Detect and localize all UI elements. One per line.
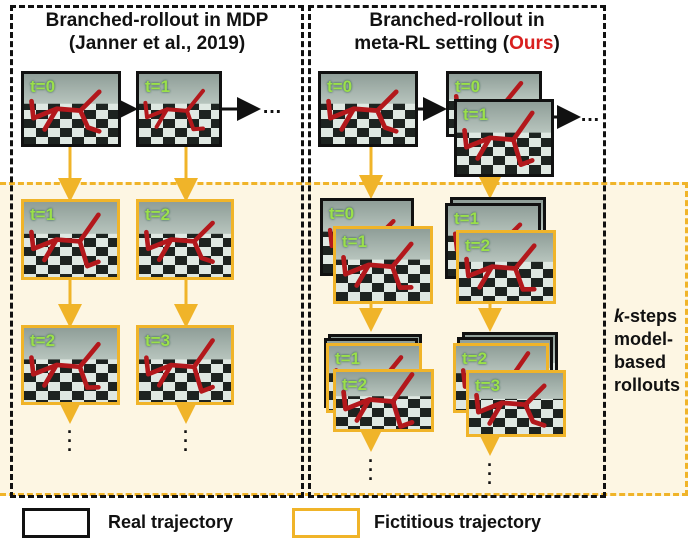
frame-left-real-t0: t=0 [21,71,121,147]
frame-right-real-t0: t=0 [318,71,418,147]
frame-time-label: t=1 [30,205,56,224]
right-col1-vertical-dots: ··· [368,451,374,489]
frame-time-label: t=1 [463,105,489,124]
frame-time-label: t=1 [454,209,480,228]
right-title-line2-prefix: meta-RL setting ( [354,33,510,54]
legend-real-label: Real trajectory [108,512,234,532]
ant-robot-figure [462,110,535,167]
frame-left-fict-t1: t=1 [21,199,120,280]
left-title-line1: Branched-rollout in MDP [45,10,269,31]
ant-robot-figure [326,89,399,134]
frame-time-label: t=2 [145,205,171,224]
ant-robot-figure [144,338,215,394]
ant-robot-figure [144,220,215,264]
ant-robot-figure [464,243,537,292]
real-continuation-ellipsis-right: … [580,104,602,126]
frame-time-label: t=0 [455,77,481,96]
frame-time-label: t=3 [475,376,501,395]
frame-time-label: t=2 [30,331,56,350]
frame-left-fict-t2-b: t=2 [21,325,120,405]
frame-right-fict2-col1-front: t=2 [333,369,434,432]
left-panel-mdp [10,5,304,498]
frame-time-label: t=3 [145,331,171,350]
k-steps-label: k-steps model- based rollouts [614,305,688,397]
left-title-line2: (Janner et al., 2019) [68,33,246,54]
frame-right-fict1-col2-front: t=2 [456,230,556,304]
legend-fictitious-label: Fictitious trajectory [374,512,542,532]
frame-right-fict2-col2-front: t=3 [466,370,566,437]
frame-left-fict-t3: t=3 [136,325,234,405]
ant-robot-figure [143,88,205,132]
k-steps-line1: -steps [624,306,678,326]
k-symbol: k [614,306,625,326]
ours-highlight: Ours [509,33,554,54]
frame-time-label: t=1 [145,77,171,96]
k-steps-line2: model- [614,329,674,349]
right-panel-title: Branched-rollout in meta-RL setting (Our… [310,9,604,55]
frame-time-label: t=1 [342,232,368,251]
frame-time-label: t=0 [30,77,56,96]
frame-time-label: t=2 [465,236,491,255]
frame-left-fict-t2: t=2 [136,199,234,280]
frame-time-label: t=0 [329,204,355,223]
frame-right-real-stack-front: t=1 [454,99,554,177]
ant-robot-figure [29,212,101,269]
legend-fictitious-swatch [292,508,360,538]
ant-robot-figure [341,241,414,290]
right-title-line1: Branched-rollout in [369,10,545,31]
k-steps-line4: rollouts [614,375,680,395]
ant-robot-figure [341,372,415,429]
frame-right-fict1-col1-front: t=1 [333,226,433,304]
right-title-line2-suffix: ) [553,33,560,54]
frame-time-label: t=0 [327,77,353,96]
frame-time-label: t=1 [335,349,361,368]
ant-robot-figure [474,383,547,428]
k-steps-line3: based [614,352,667,372]
legend-real-swatch [22,508,90,538]
left-col1-vertical-dots: ··· [67,422,73,460]
frame-time-label: t=2 [342,375,368,394]
left-panel-title: Branched-rollout in MDP (Janner et al., … [12,9,302,55]
real-continuation-ellipsis-left: … [262,96,284,118]
right-col2-vertical-dots: ··· [487,455,493,493]
frame-left-real-t1: t=1 [136,71,222,147]
frame-time-label: t=2 [462,349,488,368]
right-panel-meta-rl [308,5,606,498]
left-col2-vertical-dots: ··· [183,422,189,460]
ant-robot-figure [29,341,101,390]
ant-robot-figure [29,89,102,134]
